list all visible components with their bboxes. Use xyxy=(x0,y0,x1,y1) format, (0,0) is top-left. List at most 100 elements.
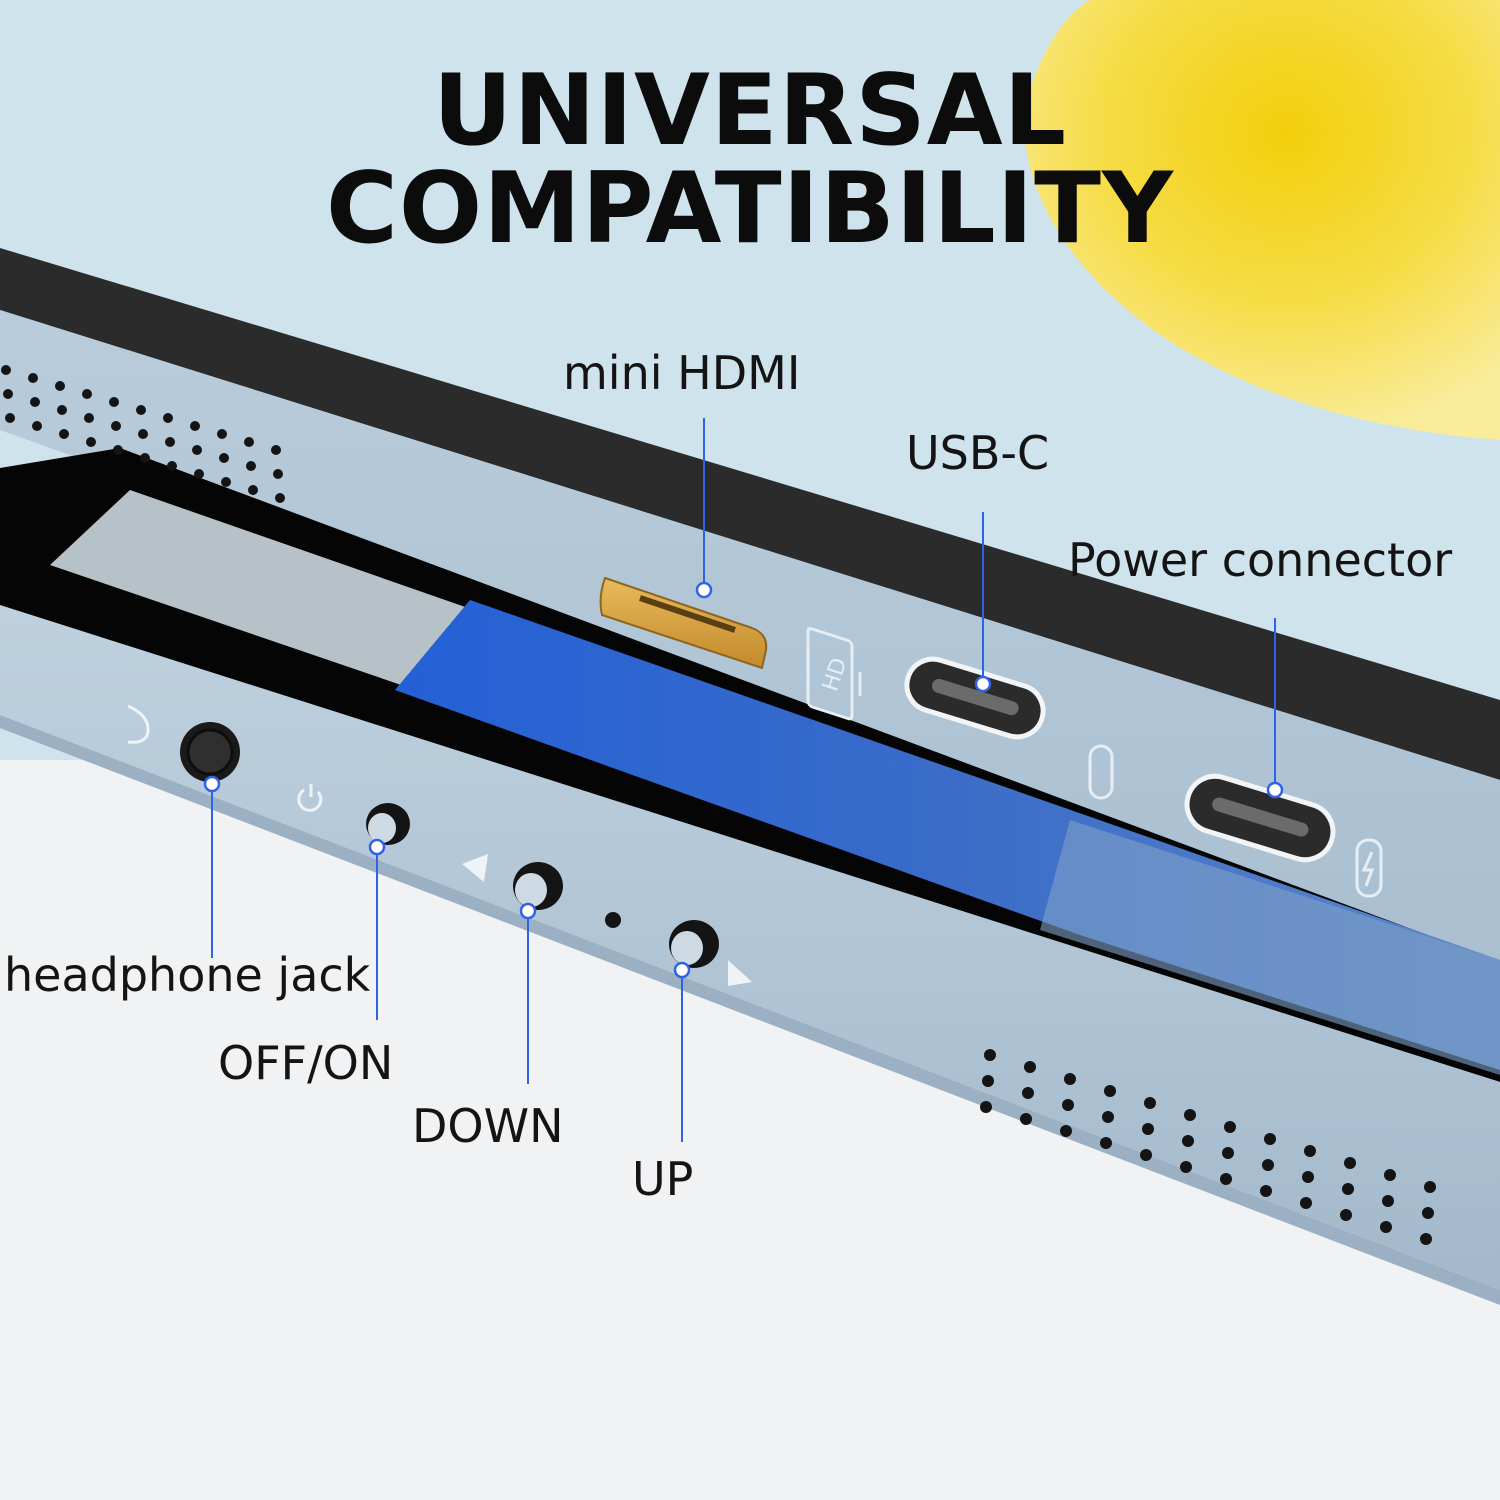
grille-hole xyxy=(28,373,38,383)
grille-hole xyxy=(30,397,40,407)
label-usb-c: USB-C xyxy=(906,426,1050,480)
grille-hole xyxy=(1184,1109,1196,1121)
label-mini-hdmi: mini HDMI xyxy=(563,346,801,400)
leader-dot-power-connector xyxy=(1266,781,1284,799)
leader-dot-down xyxy=(519,902,537,920)
grille-hole xyxy=(271,445,281,455)
leader-dot-headphone-jack xyxy=(203,775,221,793)
headline: UNIVERSAL COMPATIBILITY xyxy=(325,54,1174,266)
grille-hole xyxy=(1,365,11,375)
grille-hole xyxy=(984,1049,996,1061)
mini-hdmi-port-inner xyxy=(639,595,736,633)
label-headphone-jack: headphone jack xyxy=(4,948,371,1002)
grille-hole xyxy=(244,437,254,447)
grille-hole xyxy=(109,397,119,407)
power-icon xyxy=(297,784,323,812)
grille-hole xyxy=(246,461,256,471)
grille-hole xyxy=(1142,1123,1154,1135)
grille-hole xyxy=(1140,1149,1152,1161)
grille-hole xyxy=(1340,1209,1352,1221)
grille-hole xyxy=(1024,1061,1036,1073)
grille-hole xyxy=(113,445,123,455)
grille-hole xyxy=(1424,1181,1436,1193)
grille-hole xyxy=(1100,1137,1112,1149)
power-connector-port-inner xyxy=(1212,797,1309,837)
label-power-connector: Power connector xyxy=(1068,533,1453,587)
grille-hole xyxy=(1020,1113,1032,1125)
grille-hole xyxy=(1224,1121,1236,1133)
right-arrow-icon xyxy=(728,960,752,986)
lower-chassis xyxy=(0,605,1500,1290)
grille-hole xyxy=(1060,1125,1072,1137)
grille-hole xyxy=(1182,1135,1194,1147)
grille-hole xyxy=(192,445,202,455)
grille-hole xyxy=(86,437,96,447)
grille-hole xyxy=(1104,1085,1116,1097)
grille-hole xyxy=(1422,1207,1434,1219)
grille-hole xyxy=(165,437,175,447)
indicator-dot xyxy=(605,912,621,928)
grille-hole xyxy=(163,413,173,423)
grille-hole xyxy=(980,1101,992,1113)
up-button-cap xyxy=(671,931,703,965)
grille-hole xyxy=(136,405,146,415)
grille-hole xyxy=(82,389,92,399)
grille-hole xyxy=(221,477,231,487)
usb-c-port-inner xyxy=(931,678,1019,716)
grille-hole xyxy=(55,381,65,391)
sun-shape xyxy=(1024,0,1500,440)
leader-dot-usb-c xyxy=(974,675,992,693)
grille-hole xyxy=(219,453,229,463)
grille-hole xyxy=(1220,1173,1232,1185)
lower-screen-blue-light xyxy=(1040,820,1500,1075)
grille-hole xyxy=(217,429,227,439)
grille-hole xyxy=(140,453,150,463)
grille-hole xyxy=(982,1075,994,1087)
grille-hole xyxy=(1420,1233,1432,1245)
callout-lines xyxy=(203,418,1284,1142)
lower-chassis-shade xyxy=(0,715,1500,1305)
upper-bezel xyxy=(0,248,1500,780)
grille-hole xyxy=(111,421,121,431)
grille-hole xyxy=(1260,1185,1272,1197)
grille-hole xyxy=(1384,1169,1396,1181)
grille-hole xyxy=(1222,1147,1234,1159)
grille-hole xyxy=(57,405,67,415)
leader-dot-off-on xyxy=(368,838,386,856)
headphone-jack-ring xyxy=(186,728,234,776)
grille-hole xyxy=(32,421,42,431)
grille-hole xyxy=(1022,1087,1034,1099)
grille-hole xyxy=(1064,1073,1076,1085)
grille-hole xyxy=(167,461,177,471)
grille-hole xyxy=(248,485,258,495)
grille-hole xyxy=(194,469,204,479)
down-button-cap xyxy=(515,873,547,907)
grille-hole xyxy=(1102,1111,1114,1123)
label-up: UP xyxy=(632,1152,694,1206)
headphone-icon xyxy=(127,704,150,744)
power-button-cap xyxy=(368,813,396,843)
grille-hole xyxy=(1382,1195,1394,1207)
label-down: DOWN xyxy=(412,1099,564,1153)
grille-hole xyxy=(59,429,69,439)
grille-hole xyxy=(3,389,13,399)
leader-dot-up xyxy=(673,961,691,979)
usb-c-icon xyxy=(1088,744,1114,800)
grille-hole xyxy=(1380,1221,1392,1233)
grille-hole xyxy=(138,429,148,439)
leader-dot-mini-hdmi xyxy=(695,581,713,599)
speaker-grille-bottom xyxy=(980,1049,1436,1245)
label-off-on: OFF/ON xyxy=(218,1036,394,1090)
grille-hole xyxy=(275,493,285,503)
bolt-icon xyxy=(1355,838,1383,898)
speaker-grille-top xyxy=(1,365,285,503)
grille-hole xyxy=(1264,1133,1276,1145)
left-arrow-icon xyxy=(462,854,488,882)
grille-hole xyxy=(5,413,15,423)
grille-hole xyxy=(84,413,94,423)
grille-hole xyxy=(273,469,283,479)
grille-hole xyxy=(1302,1171,1314,1183)
grille-hole xyxy=(1262,1159,1274,1171)
